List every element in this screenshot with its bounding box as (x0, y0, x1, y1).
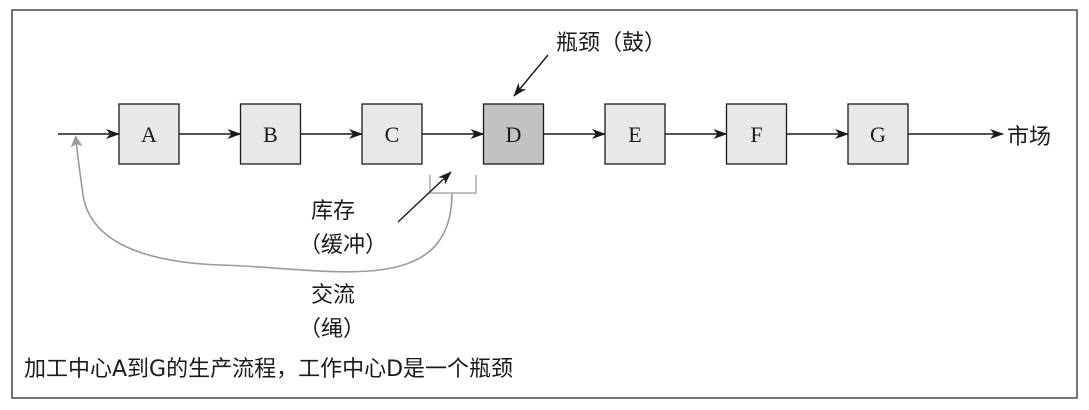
drum-label: 瓶颈（鼓） (556, 31, 666, 56)
process-boxes: A B C D E F G (118, 103, 909, 165)
rope-label-line2: （绳） (299, 317, 365, 342)
market-label: 市场 (1007, 125, 1051, 150)
diagram-frame (11, 9, 1078, 399)
process-box-label-c: C (385, 122, 400, 147)
process-box-label-d: D (506, 122, 522, 147)
buffer-pointer-arrow (397, 171, 452, 223)
process-box-label-g: G (870, 122, 886, 147)
process-box-c (361, 103, 423, 165)
drum-pointer-arrow (513, 54, 549, 97)
process-box-label-e: E (628, 122, 641, 147)
process-box-a (118, 103, 180, 165)
process-box-d (482, 103, 545, 165)
rope-curve (70, 135, 453, 273)
process-box-f (725, 103, 788, 165)
process-box-label-b: B (263, 122, 278, 147)
buffer-label-line1: 库存 (311, 199, 355, 224)
rope-label-line1: 交流 (311, 283, 355, 308)
buffer-label-line2: （缓冲） (299, 233, 387, 258)
process-box-g (847, 103, 909, 165)
process-box-e (604, 103, 666, 165)
diagram-caption: 加工中心A到G的生产流程，工作中心D是一个瓶颈 (24, 357, 513, 382)
process-box-label-f: F (750, 122, 762, 147)
process-box-label-a: A (141, 122, 157, 147)
buffer-bracket (429, 175, 477, 194)
process-box-b (239, 103, 302, 165)
